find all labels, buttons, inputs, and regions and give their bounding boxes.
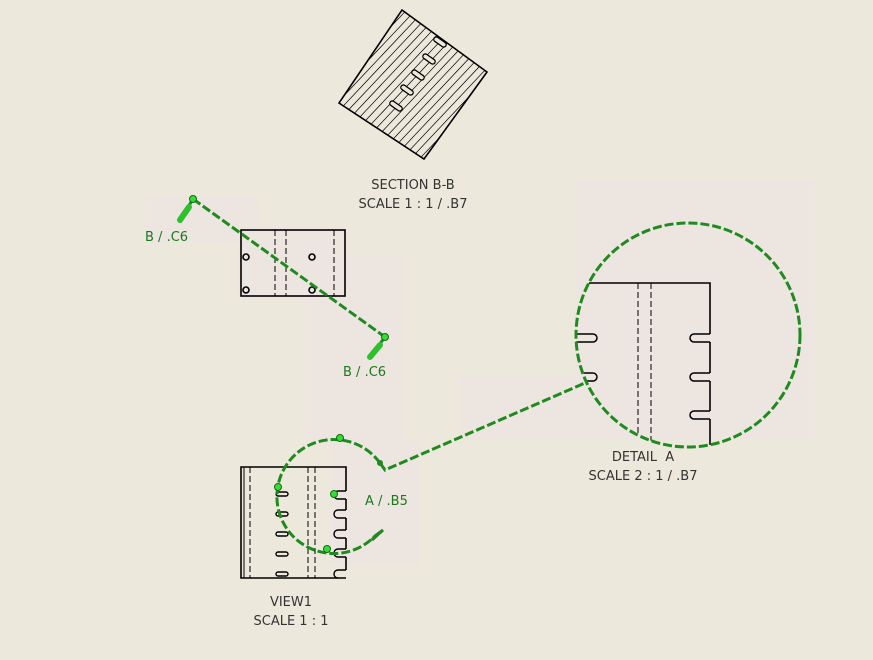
hatch-line	[148, 0, 308, 170]
hatch-line	[526, 0, 686, 170]
hatch-line	[508, 0, 668, 170]
hatch-line	[363, 10, 487, 159]
hatch-line	[175, 0, 335, 170]
hatch-line	[157, 0, 317, 170]
detail-marker-label: A / .B5	[365, 494, 408, 509]
view1-slots	[275, 490, 346, 579]
hatch-line	[166, 0, 326, 170]
section-line-grip[interactable]	[189, 195, 197, 203]
hatch-pattern	[130, 0, 686, 170]
hatch-line	[139, 0, 299, 170]
section-scale: SCALE 1 : 1 / .B7	[359, 197, 468, 212]
hatch-line	[339, 10, 399, 159]
view1-title: VIEW1	[270, 595, 312, 610]
hatch-line	[390, 10, 487, 159]
section-slots	[389, 36, 447, 112]
detail-grip[interactable]	[330, 490, 338, 498]
hatch-line	[339, 10, 444, 159]
hatch-line	[381, 10, 487, 159]
hatch-line	[426, 10, 487, 159]
base-view-view1[interactable]: VIEW1 SCALE 1 : 1	[240, 466, 347, 629]
hatch-line	[444, 10, 487, 159]
section-marker-end-label: B / .C6	[343, 365, 386, 380]
view1-scale: SCALE 1 : 1	[254, 614, 329, 629]
hatch-line	[339, 10, 408, 159]
hatch-line	[339, 10, 363, 159]
hatch-line	[339, 10, 354, 159]
hatch-line	[339, 10, 487, 159]
hatch-line	[499, 0, 659, 170]
hatch-line	[339, 10, 462, 159]
hatch-line	[372, 10, 487, 159]
section-title: SECTION B-B	[371, 178, 454, 193]
section-line-b-b[interactable]: B / .C6 B / .C6	[145, 195, 389, 381]
detail-view-a[interactable]: DETAIL A SCALE 2 : 1 / .B7	[560, 221, 802, 484]
hatch-line	[417, 10, 487, 159]
section-line-grip[interactable]	[381, 333, 389, 341]
hatch-line	[339, 10, 345, 159]
top-view[interactable]	[240, 229, 346, 297]
hatch-line	[339, 10, 480, 159]
detail-grip[interactable]	[274, 483, 282, 491]
hatch-line	[517, 0, 677, 170]
hatch-line	[462, 10, 487, 159]
detail-grip[interactable]	[336, 434, 344, 442]
detail-title: DETAIL A	[612, 450, 674, 465]
hatch-line	[480, 10, 487, 159]
detail-boundary-a[interactable]: A / .B5	[274, 381, 586, 555]
hatch-line	[339, 10, 435, 159]
hatch-line	[435, 10, 487, 159]
hatch-line	[339, 10, 390, 159]
hatch-line	[339, 10, 372, 159]
hatch-line	[339, 10, 381, 159]
detail-grip[interactable]	[377, 460, 383, 466]
hatch-line	[339, 10, 471, 159]
hatch-line	[339, 10, 453, 159]
hatch-line	[408, 10, 487, 159]
section-marker-start-label: B / .C6	[145, 230, 188, 245]
hatch-line	[130, 0, 290, 170]
hatch-line	[490, 0, 650, 170]
detail-scale: SCALE 2 : 1 / .B7	[589, 469, 698, 484]
hatch-line	[345, 10, 487, 159]
hatch-line	[471, 10, 487, 159]
detail-grip[interactable]	[323, 545, 331, 553]
